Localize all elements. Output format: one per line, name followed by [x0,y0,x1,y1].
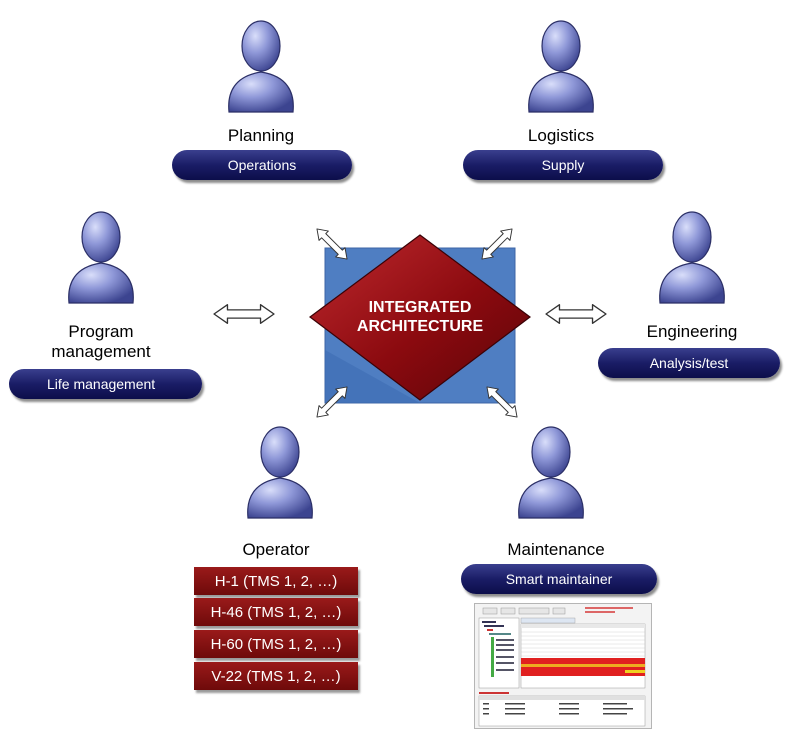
person-icon [652,205,732,305]
double-arrow-icon [545,303,607,325]
person-icon [221,14,301,114]
double-arrow-icon [311,381,353,423]
maintenance-label: Maintenance [507,540,605,559]
screenshot-thumbnail [474,603,652,729]
operator-box-h60: H-60 (TMS 1, 2, …) [194,630,358,658]
double-arrow-icon [476,223,518,265]
double-arrow-icon [311,223,353,265]
smart-maintainer-pill: Smart maintainer [461,564,657,594]
person-icon [511,420,591,520]
core-diamond [308,234,532,401]
operator-box-h1: H-1 (TMS 1, 2, …) [194,567,358,595]
core-line2: ARCHITECTURE [357,318,484,335]
supply-pill: Supply [463,150,663,180]
program-management-label: Program management [36,322,166,362]
core-line1: INTEGRATED [369,299,472,316]
person-icon [61,205,141,305]
analysis-test-pill: Analysis/test [598,348,780,378]
engineering-label: Engineering [646,322,738,341]
logistics-label: Logistics [527,126,595,145]
operator-box-v22: V-22 (TMS 1, 2, …) [194,662,358,690]
operator-box-h46: H-46 (TMS 1, 2, …) [194,598,358,626]
operations-pill: Operations [172,150,352,180]
core-square-shade [325,350,420,403]
double-arrow-icon [213,303,275,325]
program-label-line1: Program [68,322,134,341]
double-arrow-icon [481,381,523,423]
planning-label: Planning [227,126,295,145]
integrated-architecture-core: INTEGRATED ARCHITECTURE [308,234,532,404]
person-icon [240,420,320,520]
program-label-line2: management [51,342,151,361]
operator-label: Operator [242,540,310,559]
person-icon [521,14,601,114]
life-management-pill: Life management [9,369,202,399]
